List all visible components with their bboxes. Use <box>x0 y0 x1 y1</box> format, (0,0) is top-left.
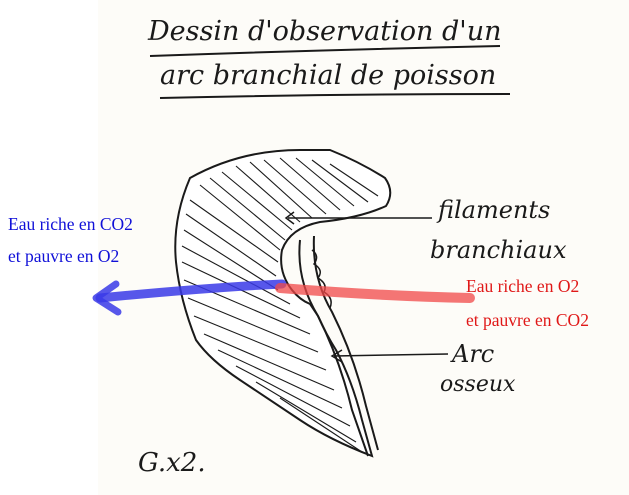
title-underline-1 <box>150 46 500 56</box>
arc-label-line-1: Arc <box>452 340 494 368</box>
magnification-label: G.x2. <box>138 448 206 478</box>
title-line-2: arc branchial de poisson <box>160 60 496 91</box>
title-line-1: Dessin d'observation d'un <box>148 16 501 47</box>
filaments-outline <box>175 150 390 456</box>
filaments-label-line-2: branchiaux <box>430 236 566 264</box>
title-underline-2 <box>160 94 510 98</box>
outflow-annotation-line-1: Eau riche en CO2 <box>8 214 133 235</box>
inflow-annotation-line-1: Eau riche en O2 <box>466 276 579 297</box>
outflow-annotation-line-2: et pauvre en O2 <box>8 246 119 267</box>
arc-label-line-2: osseux <box>440 372 515 397</box>
filaments-label-line-1: filaments <box>438 196 550 224</box>
inflow-annotation-line-2: et pauvre en CO2 <box>466 310 589 331</box>
